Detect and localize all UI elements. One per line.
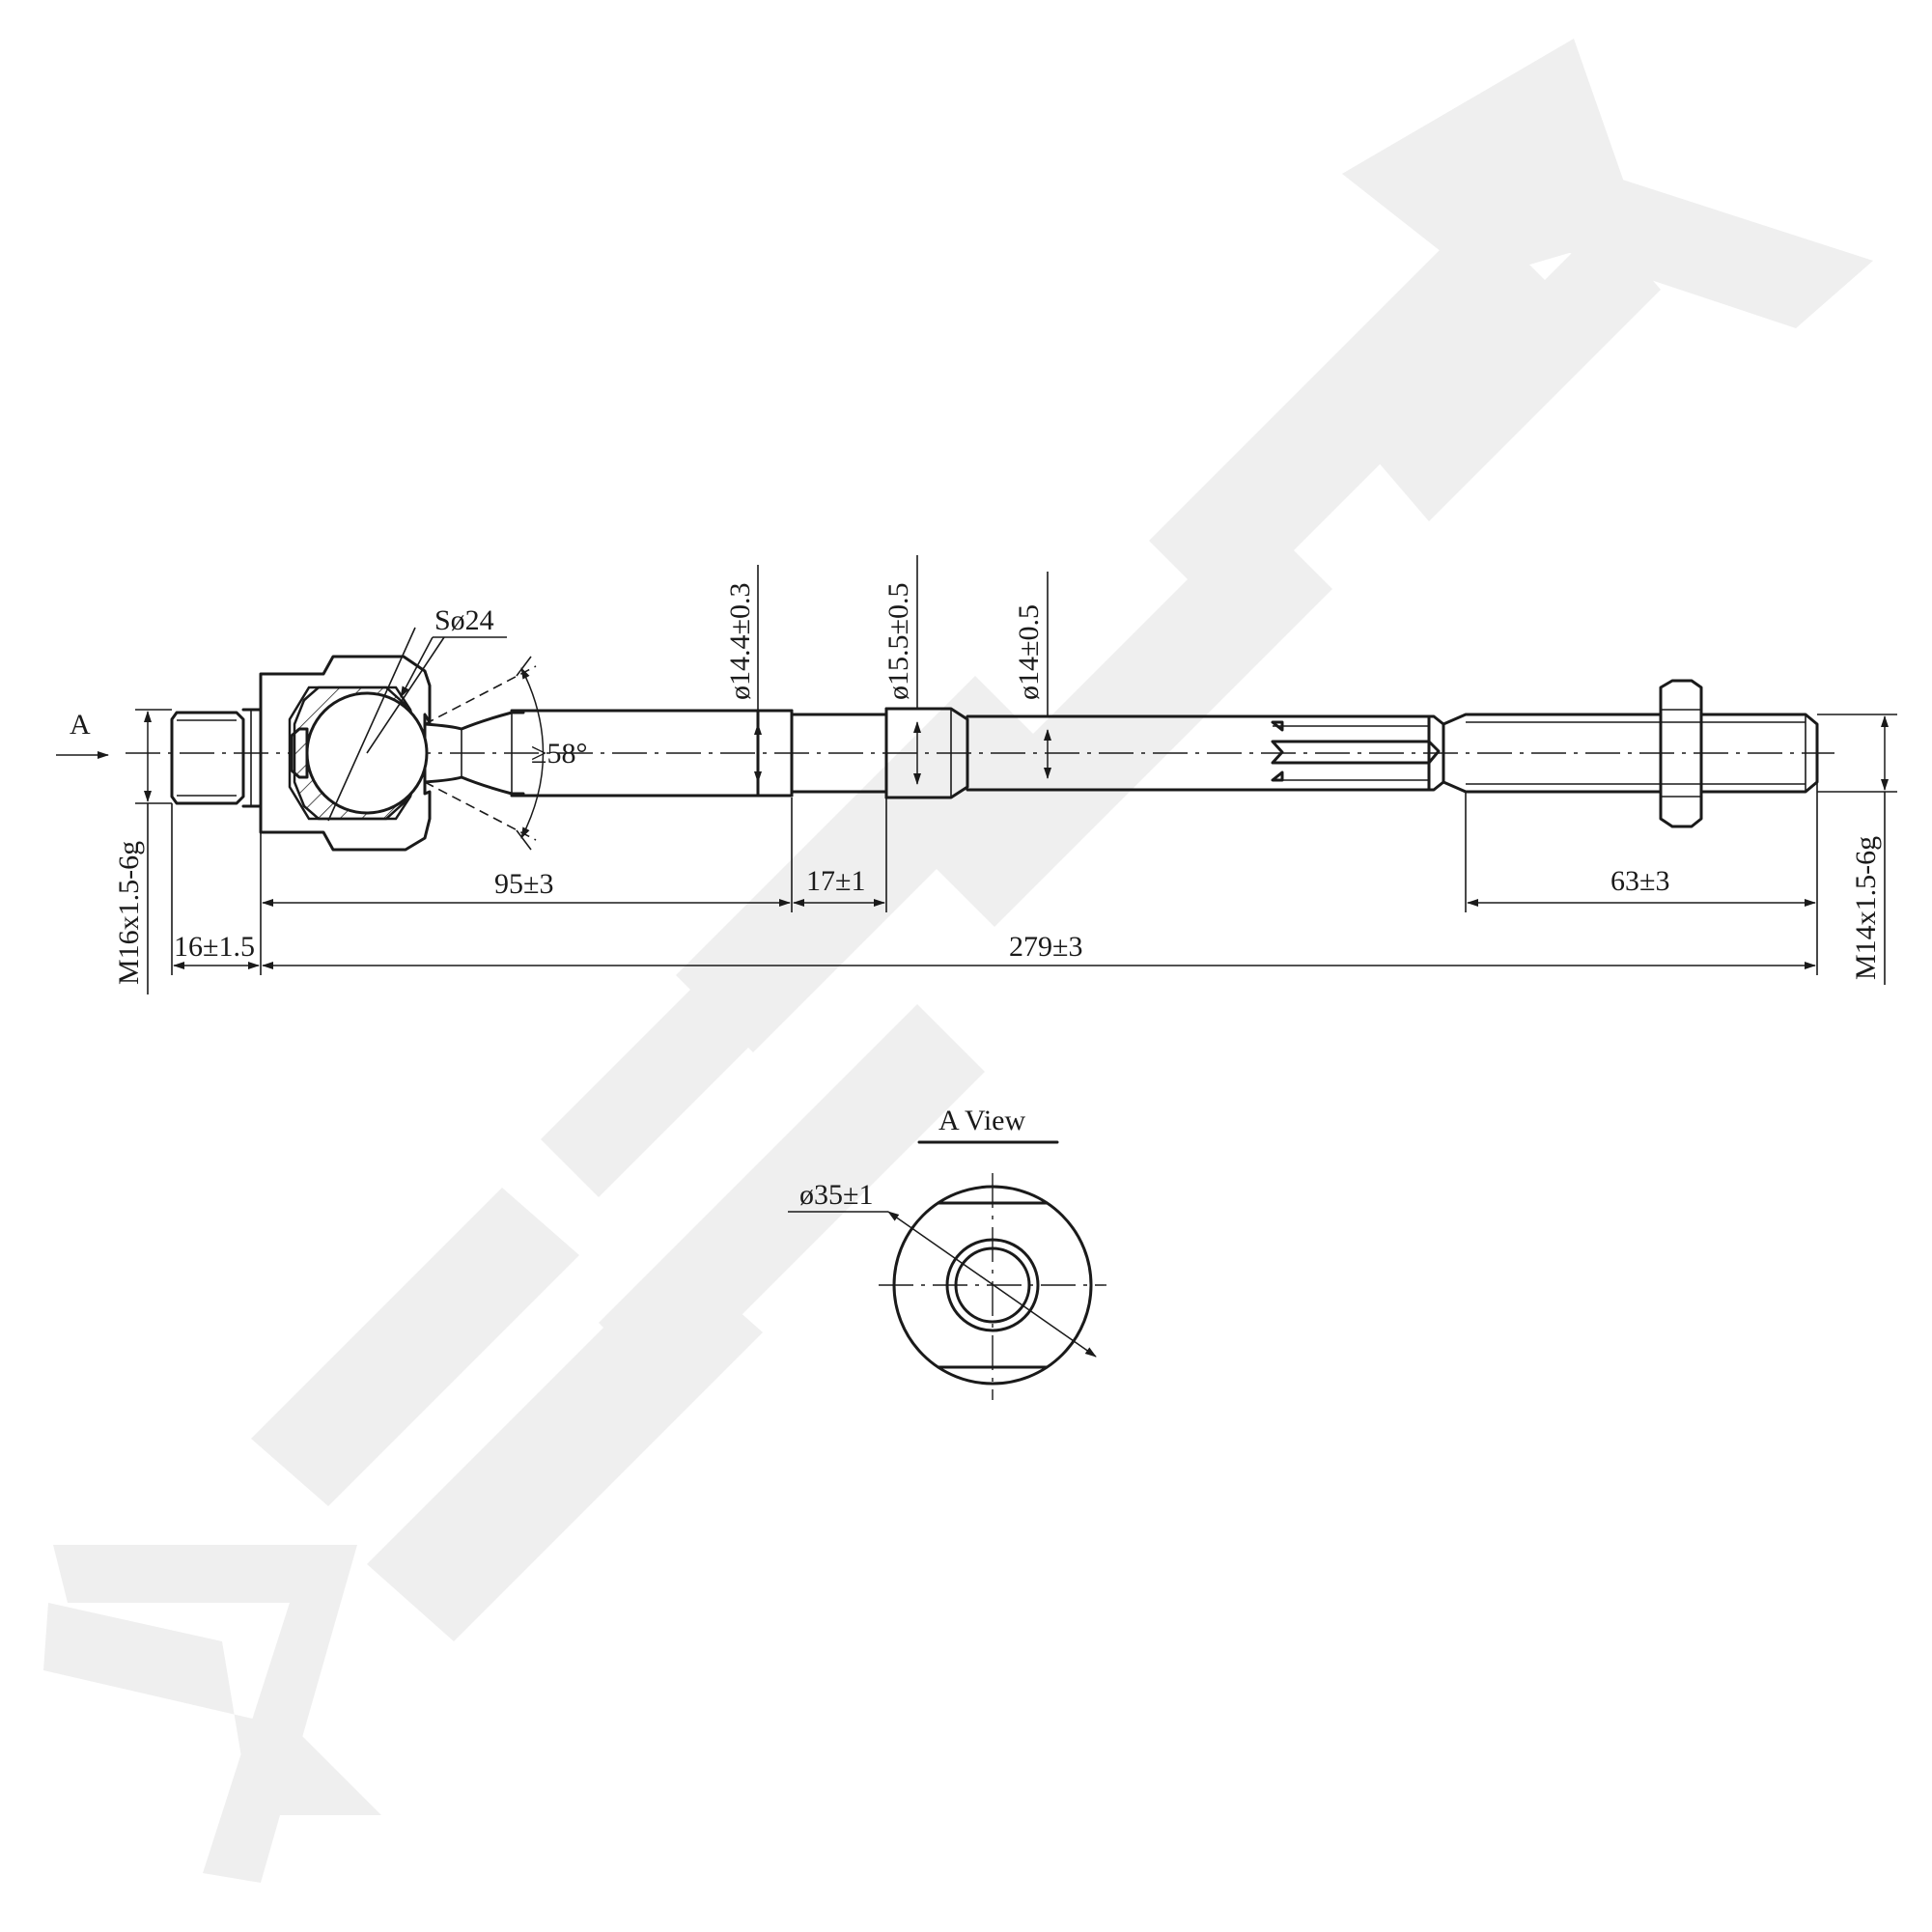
ball-neck	[423, 711, 525, 796]
linear-dims: 95±3 17±1 63±3 16±1.5 279±3	[171, 782, 1818, 975]
a-view-title: A View	[938, 1105, 1025, 1136]
lock-nut	[1659, 679, 1703, 828]
angle-label: ≥58°	[531, 738, 587, 770]
len-63-label: 63±3	[1610, 865, 1669, 897]
left-threaded-stud	[170, 711, 245, 805]
watermark-stroke-8	[1371, 222, 1661, 521]
watermark-stroke-7	[1149, 212, 1554, 618]
watermark-stroke-1	[251, 1188, 579, 1506]
dia-1-label: ø14.4±0.3	[724, 583, 756, 700]
diameter-dim-3: ø14±0.5	[1013, 572, 1051, 779]
diameter-dim-1: ø14.4±0.3	[724, 565, 762, 783]
watermark: ZENNEK	[43, 39, 1873, 1883]
watermark-letter-z-stroke	[53, 1545, 357, 1883]
shaft-section-2	[966, 714, 1445, 792]
shaft-groove	[790, 713, 888, 794]
dia-3-label: ø14±0.5	[1013, 604, 1045, 700]
wrench-flats	[1271, 714, 1441, 792]
tie-rod-body	[126, 627, 1834, 852]
diameter-dim-2: ø15.5±0.5	[882, 555, 921, 785]
sphere-label: Sø24	[434, 604, 494, 636]
thread-dim-left: M16x1.5-6g	[113, 709, 172, 994]
a-view: A View ø35±1	[788, 1105, 1106, 1400]
ball-cap	[290, 727, 309, 779]
thread-dim-right: M14x1.5-6g	[1817, 714, 1897, 985]
watermark-stroke-5	[676, 676, 1052, 1052]
thread-left-label: M16x1.5-6g	[113, 841, 145, 985]
len-16-label: 16±1.5	[174, 931, 255, 963]
a-view-dia-label: ø35±1	[799, 1179, 873, 1211]
angle-dimension: ≥58°	[424, 656, 587, 851]
watermark-stroke-10	[1535, 154, 1873, 328]
stud-collar	[241, 708, 263, 808]
watermark-letter-z	[43, 1603, 381, 1815]
end-thread	[1699, 713, 1819, 794]
watermark-stroke-4	[599, 1004, 985, 1390]
view-marker-label: A	[70, 709, 91, 741]
thread-right-label: M14x1.5-6g	[1850, 836, 1882, 980]
watermark-text: ZENNEK	[946, 958, 986, 968]
view-marker: A	[56, 709, 109, 759]
dia-2-label: ø15.5±0.5	[882, 583, 914, 700]
sphere-leader: Sø24	[400, 604, 507, 698]
shaft-collar	[884, 707, 969, 799]
len-17-label: 17±1	[806, 865, 865, 897]
ball-joint-housing	[259, 655, 432, 852]
len-279-label: 279±3	[1009, 931, 1082, 963]
a-view-dia-leader	[887, 1211, 1097, 1358]
len-95-label: 95±3	[494, 868, 553, 900]
